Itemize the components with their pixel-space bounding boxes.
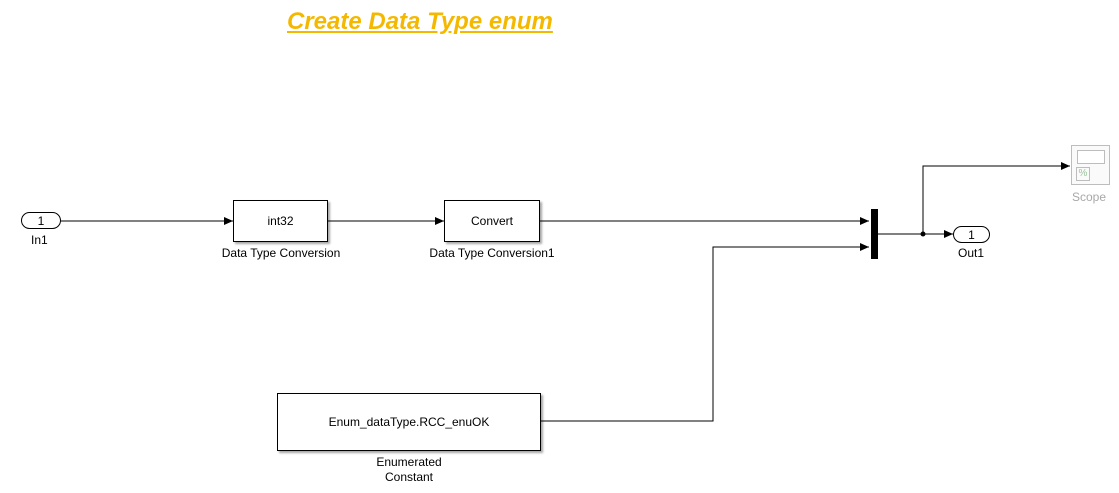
enumerated-constant-label-line1: Enumerated [376, 455, 442, 469]
diagram-title: Create Data Type enum [287, 8, 553, 35]
outport-number: 1 [968, 227, 975, 242]
enumerated-constant-label-line2: Constant [384, 470, 434, 484]
mux-block[interactable] [871, 209, 878, 259]
inport-number: 1 [37, 213, 45, 228]
conversion-text: int32 [267, 214, 294, 228]
inport-label: In1 [31, 233, 48, 247]
data-type-conversion1-block[interactable]: Convert [444, 200, 540, 242]
scope-percent-icon: % [1076, 167, 1090, 181]
enumerated-constant-block[interactable]: Enum_dataType.RCC_enuOK [277, 393, 541, 451]
data-type-conversion-label: Data Type Conversion [221, 246, 341, 260]
branch-point [920, 231, 926, 237]
scope-label: Scope [1072, 190, 1107, 204]
inport-in1[interactable]: 1 [21, 212, 61, 229]
line-enum-to-mux[interactable] [541, 243, 869, 422]
outport-label: Out1 [958, 246, 985, 260]
conversion1-text: Convert [470, 214, 514, 228]
scope-screen-icon [1077, 150, 1105, 164]
data-type-conversion-block[interactable]: int32 [233, 200, 328, 242]
scope-block[interactable]: % [1071, 145, 1110, 185]
line-branch-to-scope[interactable] [922, 162, 1070, 234]
outport-out1[interactable]: 1 [953, 226, 990, 243]
data-type-conversion1-label: Data Type Conversion1 [429, 246, 555, 260]
enumerated-constant-text: Enum_dataType.RCC_enuOK [328, 415, 490, 429]
